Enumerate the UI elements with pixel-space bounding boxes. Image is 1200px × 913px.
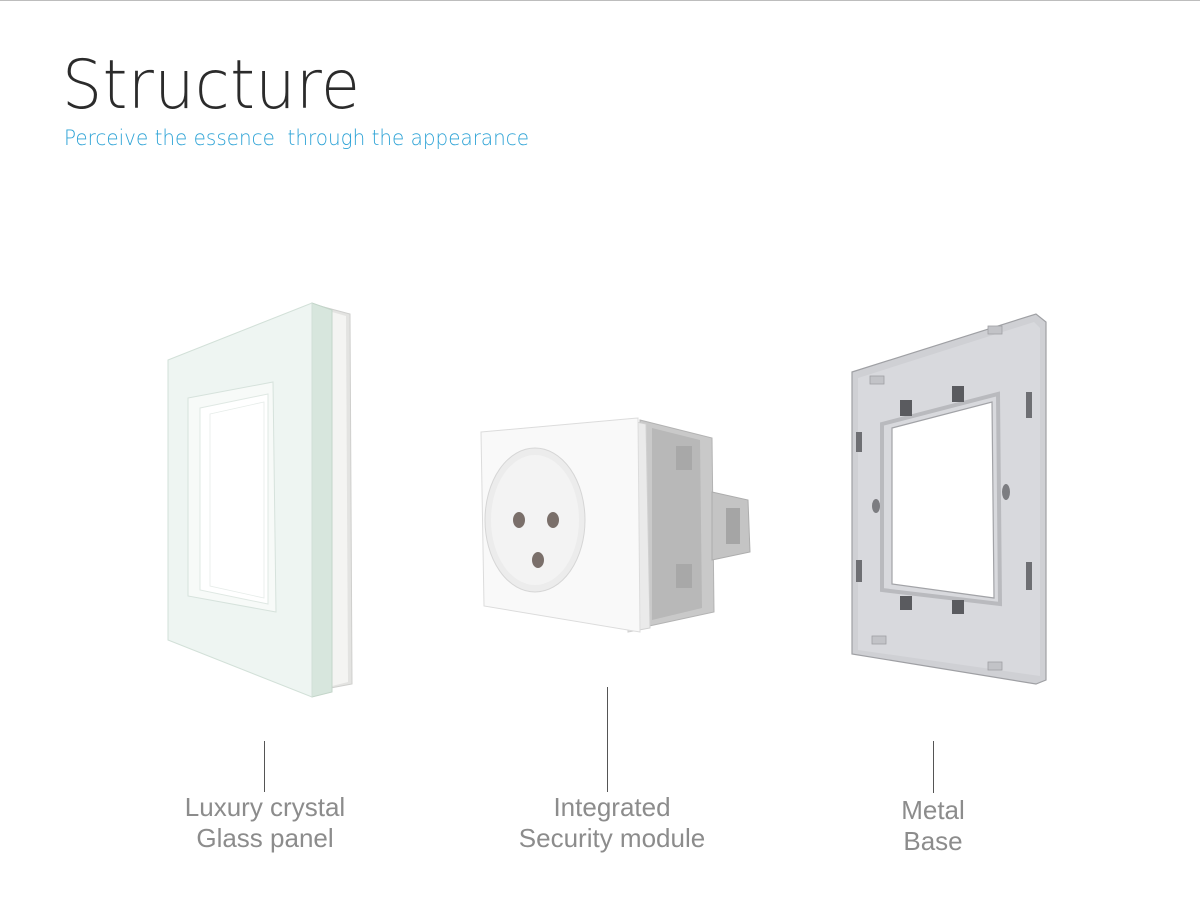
caption-security-module-line2: Security module — [518, 823, 706, 853]
top-divider — [0, 0, 1200, 1]
leader-line-metal-base — [933, 741, 934, 793]
security-module-image — [480, 417, 751, 633]
page-title: Structure — [62, 46, 361, 125]
leader-line-security-module — [607, 687, 608, 792]
caption-metal-base: Metal Base — [783, 795, 1083, 857]
caption-metal-base-line2: Base — [903, 826, 963, 856]
caption-glass-panel: Luxury crystal Glass panel — [115, 792, 415, 854]
caption-security-module: Integrated Security module — [462, 792, 762, 854]
caption-glass-panel-line2: Glass panel — [196, 823, 334, 853]
page-subtitle: Perceive the essence through the appeara… — [64, 126, 530, 150]
metal-base-image — [851, 313, 1047, 685]
caption-metal-base-line1: Metal — [901, 795, 965, 825]
caption-glass-panel-line1: Luxury crystal — [184, 792, 346, 822]
glass-panel-image — [167, 302, 353, 698]
leader-line-glass-panel — [264, 741, 265, 792]
caption-security-module-line1: Integrated — [553, 792, 671, 822]
